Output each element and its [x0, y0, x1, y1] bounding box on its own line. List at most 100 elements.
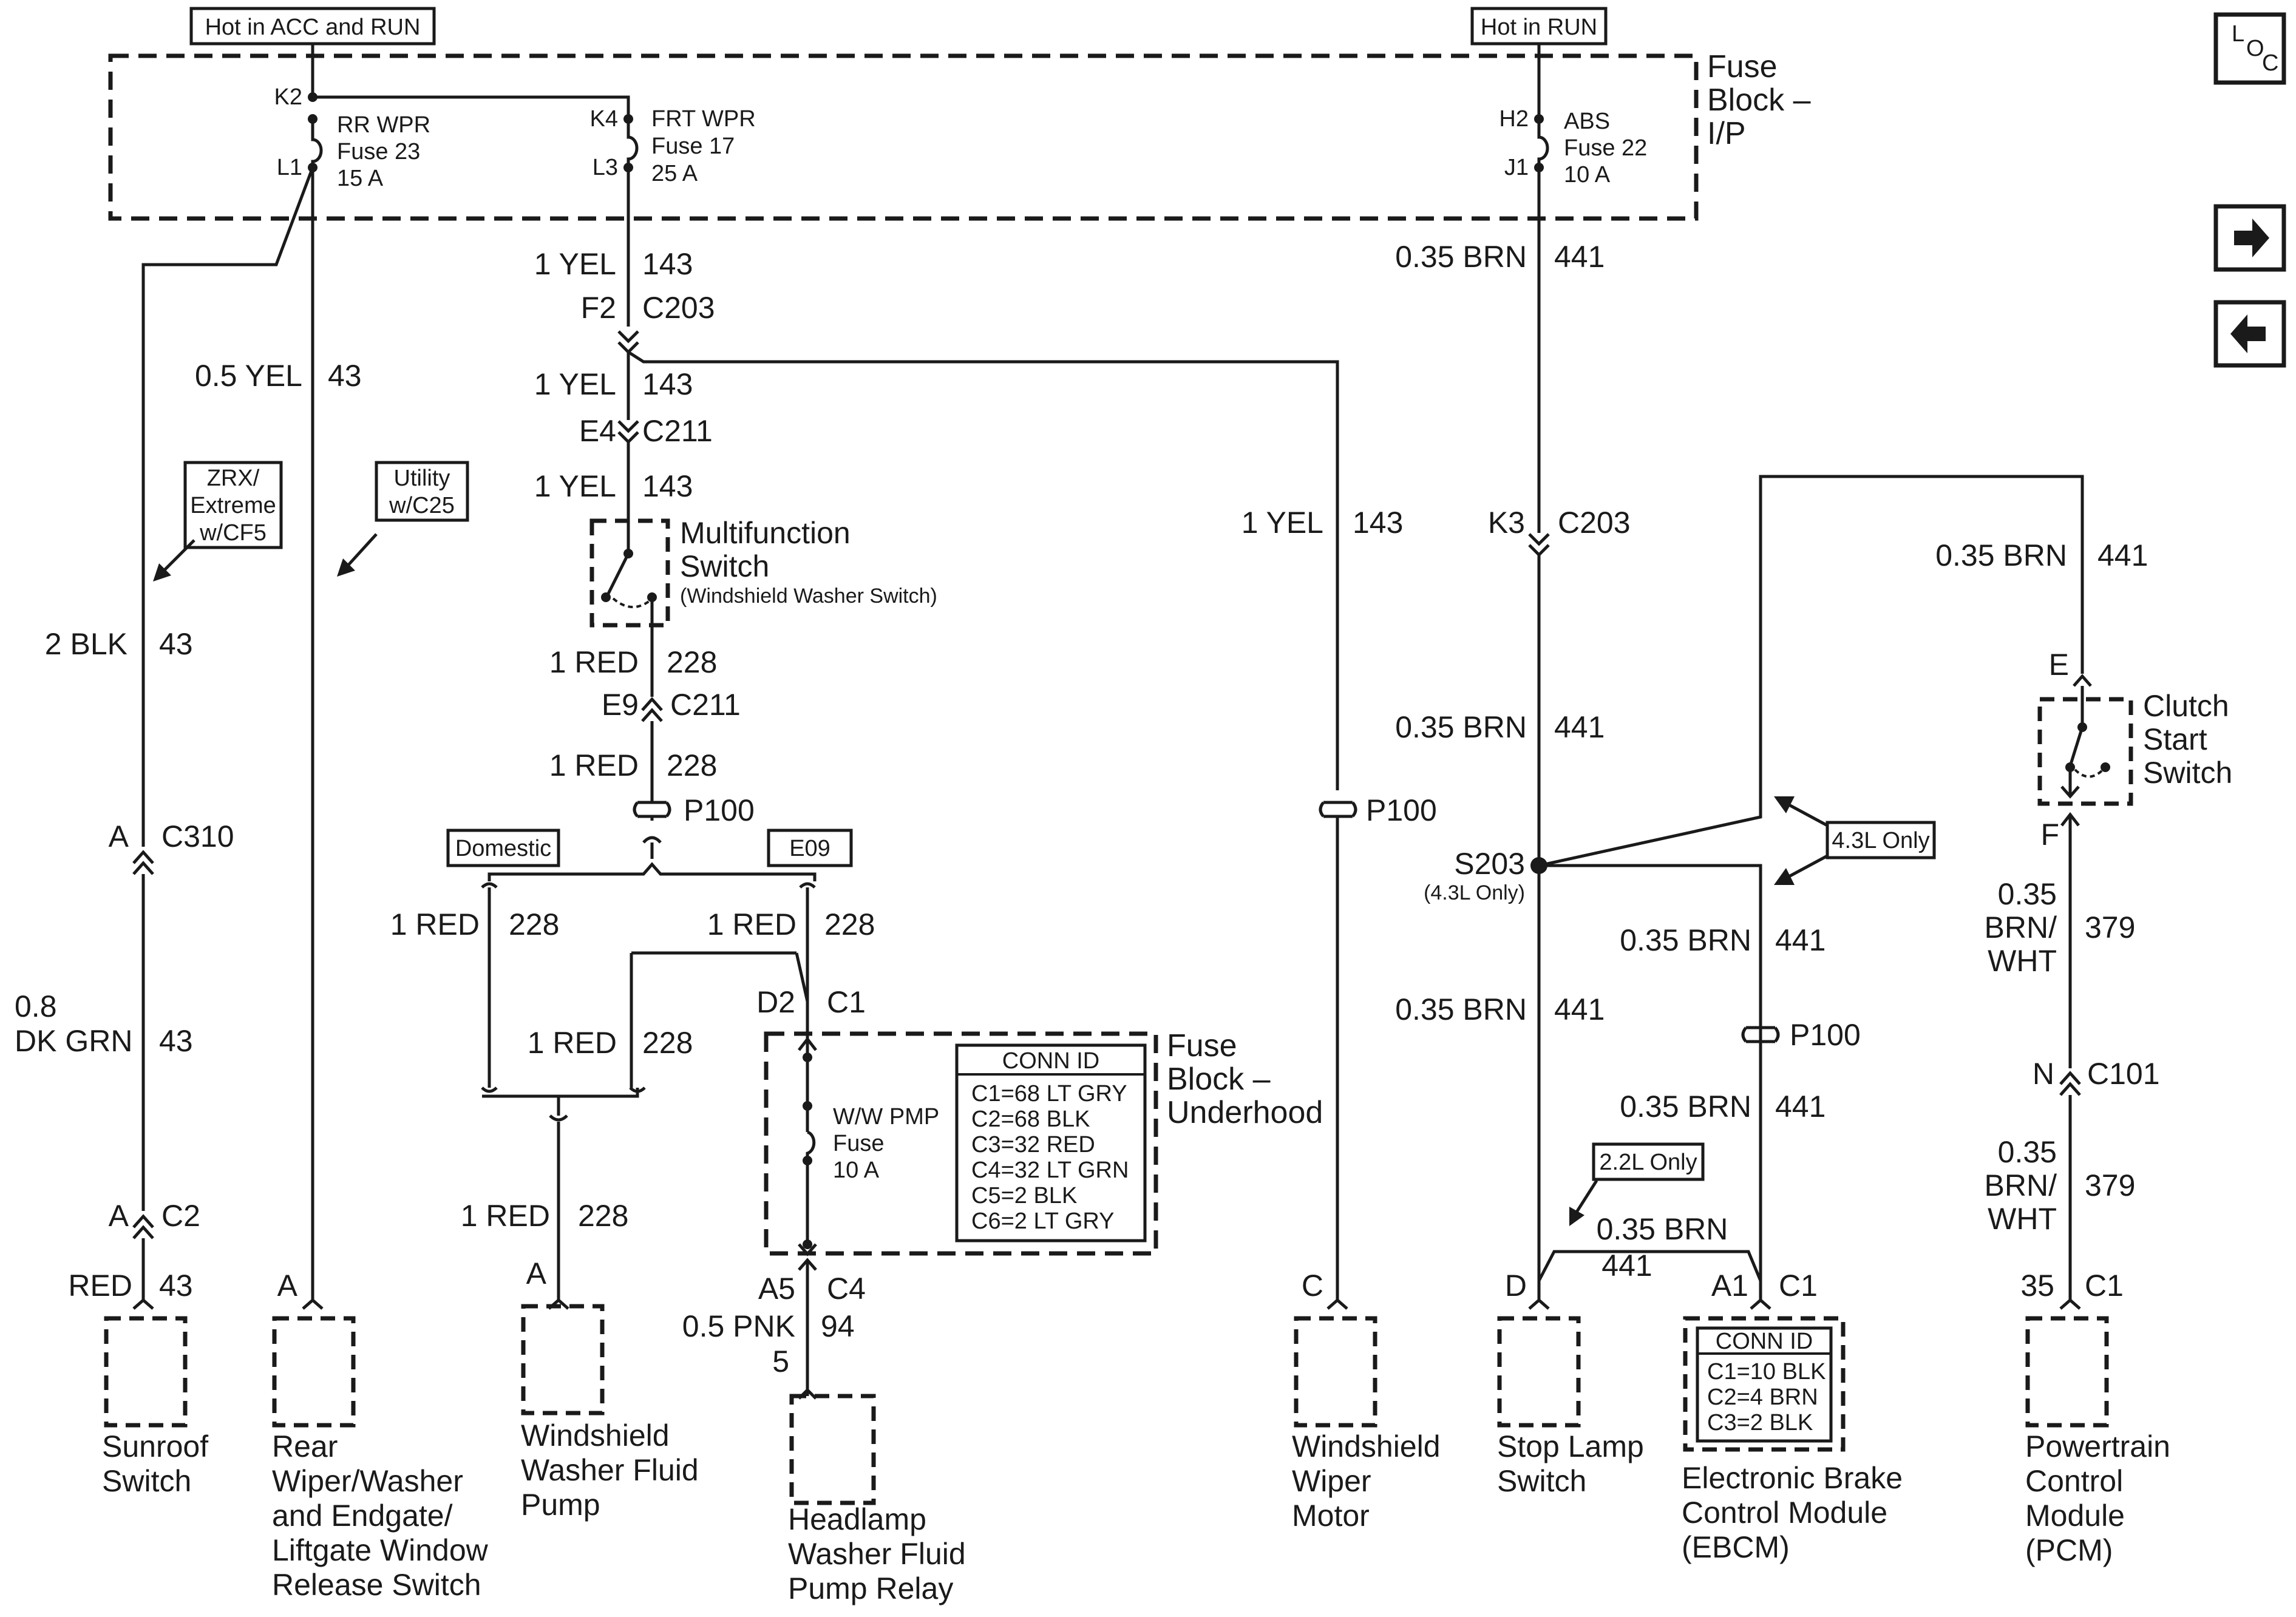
svg-text:43: 43 [159, 627, 193, 661]
svg-text:Utility: Utility [394, 466, 450, 491]
svg-text:2.2L Only: 2.2L Only [1599, 1150, 1697, 1175]
multifunction-switch: Multifunction Switch (Windshield Washer … [589, 516, 937, 666]
svg-text:L3: L3 [593, 155, 618, 180]
svg-text:Washer Fluid: Washer Fluid [521, 1453, 699, 1487]
wire-0-5-pnk-94: 0.5 PNK 94 [682, 1309, 855, 1343]
svg-text:379: 379 [2085, 1168, 2135, 1202]
svg-text:Rear: Rear [272, 1429, 338, 1463]
svg-text:Fuse 17: Fuse 17 [651, 134, 735, 159]
domestic-note: Domestic [446, 829, 560, 867]
svg-text:143: 143 [1353, 506, 1403, 540]
svg-text:Windshield: Windshield [521, 1419, 670, 1453]
svg-text:1 RED: 1 RED [390, 907, 480, 941]
svg-text:143: 143 [642, 247, 693, 281]
ebcm: A1 C1 CONN ID C1=10 BLK C2=4 BRN C3=2 BL… [1682, 1269, 1903, 1564]
svg-text:C2=4 BRN: C2=4 BRN [1707, 1385, 1818, 1410]
loc-button[interactable]: L O C [2213, 12, 2286, 85]
svg-text:5: 5 [772, 1344, 789, 1378]
svg-text:E: E [2049, 648, 2069, 682]
windshield-washer-pump: A Windshield Washer Fluid Pump [521, 1256, 699, 1522]
svg-text:C3=2 BLK: C3=2 BLK [1707, 1410, 1813, 1436]
svg-text:228: 228 [578, 1199, 628, 1233]
wire-1-yel-143-d: 1 YEL 143 [1241, 506, 1404, 540]
svg-text:441: 441 [1775, 1090, 1826, 1124]
svg-text:WHT: WHT [1988, 1202, 2057, 1236]
svg-text:C310: C310 [161, 819, 234, 853]
connector-c310: A C310 [109, 819, 234, 875]
svg-text:A1: A1 [1711, 1269, 1748, 1303]
svg-text:0.35 BRN: 0.35 BRN [1620, 923, 1751, 957]
svg-text:1 YEL: 1 YEL [534, 247, 616, 281]
svg-text:A5: A5 [758, 1272, 795, 1306]
svg-text:43: 43 [328, 359, 362, 393]
svg-text:Start: Start [2143, 722, 2207, 756]
next-page-button[interactable] [2213, 204, 2286, 272]
svg-text:F2: F2 [581, 291, 616, 325]
svg-text:C211: C211 [642, 414, 713, 448]
pcm: 35 C1 Powertrain Control Module (PCM) [2020, 1269, 2170, 1567]
prev-page-button[interactable] [2213, 300, 2286, 368]
hot-acc-run-label: Hot in ACC and RUN [189, 7, 436, 46]
wire-0-35-brn-441-f: 0.35 BRN 441 [1935, 538, 2148, 572]
svg-text:Switch: Switch [1497, 1464, 1586, 1498]
svg-text:I/P: I/P [1707, 116, 1746, 151]
svg-text:P100: P100 [1790, 1018, 1861, 1052]
svg-text:Washer Fluid: Washer Fluid [788, 1537, 966, 1571]
wire-1-red-228-d: 1 RED 228 [528, 1026, 693, 1060]
svg-text:1 YEL: 1 YEL [1241, 506, 1323, 540]
svg-text:K2: K2 [274, 84, 302, 110]
svg-text:1 RED: 1 RED [549, 645, 639, 679]
svg-text:CONN ID: CONN ID [1716, 1329, 1813, 1354]
svg-text:0.8: 0.8 [15, 989, 57, 1023]
svg-text:A: A [277, 1269, 298, 1303]
p100-ebcm: P100 [1741, 1018, 1861, 1052]
svg-text:0.5 YEL: 0.5 YEL [195, 359, 302, 393]
fuse-block-ip: Fuse Block – I/P [108, 49, 1811, 221]
svg-text:Domestic: Domestic [455, 836, 551, 861]
svg-text:0.35 BRN: 0.35 BRN [1395, 710, 1527, 744]
svg-text:C203: C203 [642, 291, 715, 325]
svg-text:A: A [109, 1199, 129, 1233]
p100-center: P100 [633, 793, 755, 827]
svg-text:C211: C211 [670, 688, 741, 722]
svg-text:H2: H2 [1499, 106, 1529, 132]
svg-text:(4.3L Only): (4.3L Only) [1424, 881, 1525, 904]
connector-c211-e4: E4 C211 [579, 414, 713, 448]
svg-text:43: 43 [159, 1024, 193, 1058]
wire-1-red-228-b: 1 RED 228 [549, 748, 718, 782]
svg-text:C1: C1 [2085, 1269, 2124, 1303]
svg-text:L1: L1 [277, 155, 302, 180]
svg-text:C6=2 LT GRY: C6=2 LT GRY [971, 1209, 1115, 1234]
svg-text:Fuse: Fuse [1707, 49, 1778, 84]
svg-text:Pump: Pump [521, 1488, 600, 1522]
svg-text:Switch: Switch [680, 549, 769, 583]
wire-0-35-brn-441-g: 0.35 BRN 441 [1597, 1212, 1728, 1283]
only-4-3-note: 4.3L Only [1774, 796, 1936, 885]
svg-text:w/C25: w/C25 [389, 493, 455, 518]
svg-text:0.35 BRN: 0.35 BRN [1597, 1212, 1728, 1246]
svg-text:Switch: Switch [2143, 756, 2232, 790]
wire-1-red-228-f: 1 RED 228 [707, 907, 875, 941]
fuse-block-underhood: W/W PMP Fuse 10 A CONN ID C1=68 LT GRY C… [764, 1002, 1323, 1256]
svg-text:(PCM): (PCM) [2025, 1533, 2113, 1567]
svg-text:228: 228 [667, 645, 717, 679]
svg-text:Block –: Block – [1707, 83, 1811, 118]
connector-c211-e9: E9 C211 [602, 688, 741, 722]
svg-text:143: 143 [642, 367, 693, 401]
svg-text:143: 143 [642, 469, 693, 503]
svg-text:Electronic Brake: Electronic Brake [1682, 1461, 1903, 1495]
abs-fuse: H2 J1 ABS Fuse 22 10 A [1499, 44, 1647, 188]
svg-text:Headlamp: Headlamp [788, 1502, 926, 1536]
wire-0-35-brn-441-e: 0.35 BRN 441 [1620, 1090, 1826, 1124]
svg-text:Wiper/Washer: Wiper/Washer [272, 1464, 463, 1498]
svg-text:C1: C1 [827, 985, 866, 1019]
svg-text:C101: C101 [2087, 1057, 2160, 1091]
svg-text:Windshield: Windshield [1292, 1429, 1441, 1463]
svg-text:Control Module: Control Module [1682, 1496, 1887, 1530]
svg-text:C203: C203 [1558, 506, 1631, 540]
svg-text:10 A: 10 A [1564, 162, 1611, 188]
svg-text:W/W PMP: W/W PMP [833, 1104, 939, 1130]
wire-0-35-brn-441-c: 0.35 BRN 441 [1395, 992, 1605, 1026]
svg-text:94: 94 [821, 1309, 855, 1343]
svg-text:C4: C4 [827, 1272, 866, 1306]
